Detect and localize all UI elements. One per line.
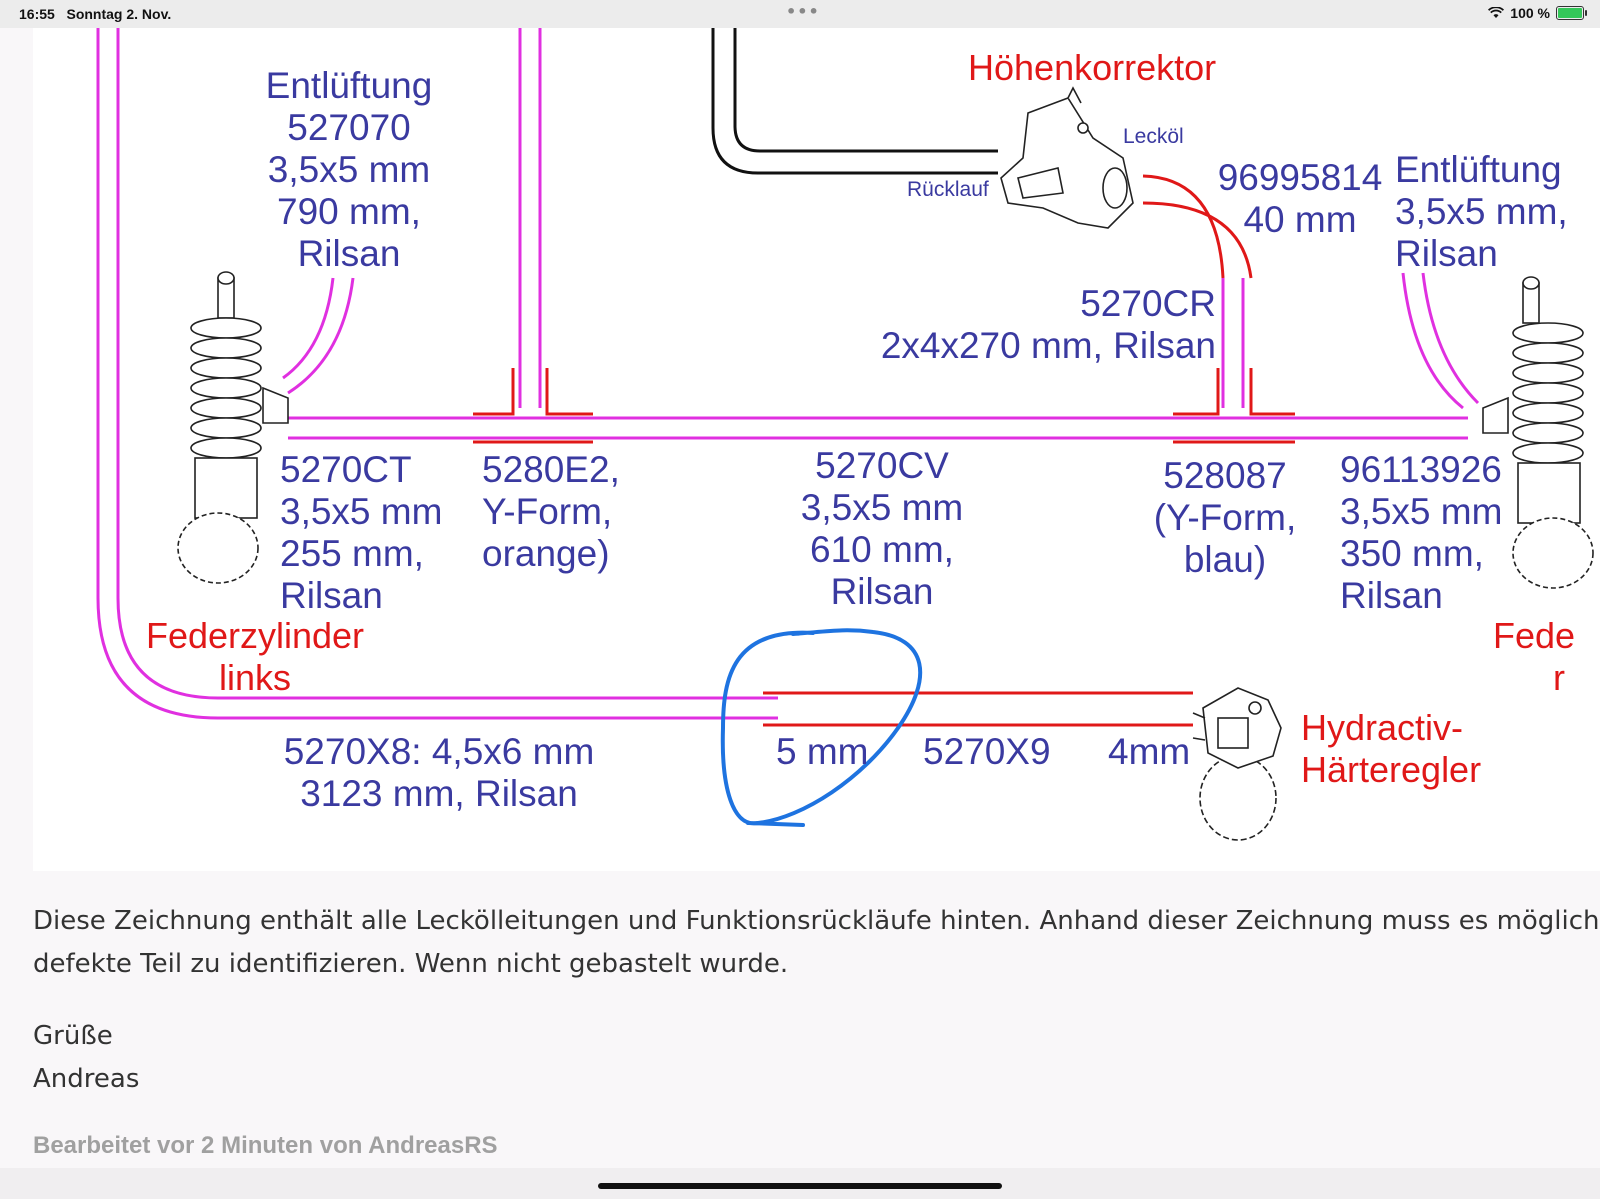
label-ruecklauf: Rücklauf: [907, 178, 989, 201]
label-528087: 528087(Y-Form,blau): [1154, 455, 1297, 580]
post-body: Diese Zeichnung enthält alle Leckölleitu…: [33, 900, 1600, 986]
signature-text: Andreas: [33, 1064, 140, 1094]
multitasking-dots-icon[interactable]: •••: [786, 2, 820, 21]
label-hoehenkorrektor: Höhenkorrektor: [968, 47, 1216, 88]
label-4mm: 4mm: [1108, 731, 1190, 772]
status-right: 100 %: [1488, 5, 1587, 21]
label-hydractiv: Hydractiv-Härteregler: [1301, 707, 1481, 790]
label-5280e2: 5280E2,Y-Form,orange): [482, 449, 620, 574]
post-line-2: defekte Teil zu identifizieren. Wenn nic…: [33, 949, 789, 979]
wifi-icon: [1488, 7, 1505, 18]
small-labels: Lecköl Rücklauf: [907, 125, 1184, 201]
label-leckoel: Lecköl: [1123, 125, 1184, 148]
home-indicator[interactable]: [598, 1183, 1002, 1189]
battery-percent: 100 %: [1510, 5, 1550, 21]
battery-charging-icon: [1556, 6, 1587, 20]
black-lines: [711, 28, 998, 175]
post-greeting: Grüße Andreas: [33, 1015, 139, 1101]
label-5270x9: 5270X9: [923, 731, 1051, 772]
label-5mm: 5 mm: [776, 731, 869, 772]
spring-cylinder-left-icon: [177, 271, 289, 584]
greeting-text: Grüße: [33, 1021, 113, 1051]
spring-cylinder-right-icon: [1482, 276, 1594, 589]
hydractiv-regulator-icon: [1192, 687, 1282, 841]
status-bar: 16:55 Sonntag 2. Nov. ••• 100 %: [0, 0, 1600, 28]
red-lines: [473, 174, 1295, 727]
height-corrector-icon: [1000, 86, 1134, 229]
edited-note: Bearbeitet vor 2 Minuten von AndreasRS: [33, 1132, 498, 1159]
hand-annotation-circle: [720, 628, 923, 827]
magenta-lines: [96, 28, 1480, 720]
post-line-1: Diese Zeichnung enthält alle Leckölleitu…: [33, 906, 1600, 936]
status-time: 16:55 Sonntag 2. Nov.: [19, 6, 172, 22]
